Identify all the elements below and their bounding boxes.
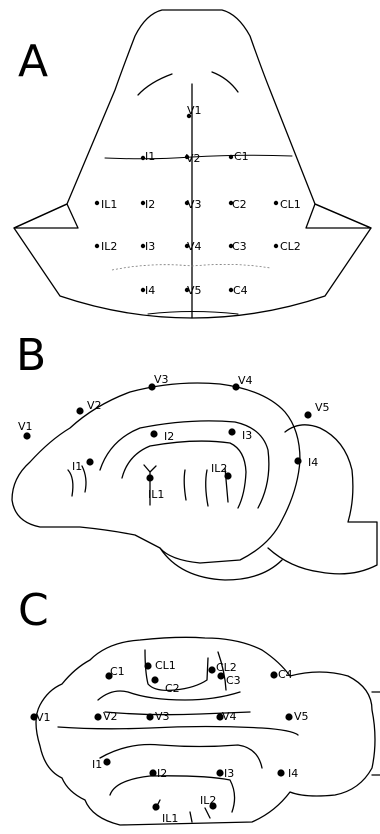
electrode-label-c4: C4: [278, 668, 293, 681]
electrode-label-c3: C3: [226, 674, 241, 687]
electrode-dot-i2: [149, 769, 156, 776]
electrode-dot-v5: [285, 713, 292, 720]
electrode-dot-cl2: [274, 244, 278, 248]
electrode-dot-i3: [228, 428, 235, 435]
electrode-dot-v5: [304, 411, 311, 418]
electrode-label-c1: C1: [110, 665, 125, 678]
panel-letter-b: B: [16, 330, 46, 381]
electrode-label-i1: I1: [72, 460, 82, 473]
left-brow: [138, 74, 172, 95]
right-ear: [306, 204, 371, 228]
electrode-label-v1: V1: [18, 420, 33, 433]
electrode-label-v4: V4: [222, 710, 237, 723]
electrode-label-v2: V2: [186, 152, 201, 165]
longitudinal-fissure: [58, 727, 298, 736]
electrode-label-il1: IL1: [101, 198, 117, 211]
electrode-label-v3: V3: [154, 373, 169, 386]
cerebrum-outline: [12, 383, 300, 563]
electrode-dot-c1: [229, 155, 233, 159]
left-ear: [14, 204, 78, 228]
panel-letter-a: A: [18, 36, 48, 87]
electrode-label-i3: I3: [242, 429, 252, 442]
electrode-label-v4: V4: [238, 374, 253, 387]
temporal-lobe: [160, 548, 282, 580]
cerebellum-outline: [268, 425, 377, 574]
electrode-label-v2: V2: [103, 710, 118, 723]
electrode-label-il2: IL2: [211, 462, 227, 475]
electrode-label-v3: V3: [155, 710, 170, 723]
electrode-label-i3: I3: [145, 240, 155, 253]
electrode-dot-c2: [151, 676, 158, 683]
electrode-label-i1: I1: [145, 150, 155, 163]
panel-letter-c: C: [18, 585, 49, 636]
electrode-label-i2: I2: [145, 198, 155, 211]
electrode-dot-i2: [150, 430, 157, 437]
electrode-label-cl1: CL1: [155, 659, 176, 672]
electrode-dot-i1: [86, 458, 93, 465]
posterior-line: [148, 312, 238, 315]
electrode-label-il1: IL1: [148, 488, 164, 501]
electrode-label-cl2: CL2: [216, 661, 237, 674]
electrode-dot-il1: [95, 201, 99, 205]
electrode-label-i4: I4: [145, 284, 155, 297]
electrode-dot-i3: [216, 769, 223, 776]
electrode-dot-v2: [94, 713, 101, 720]
electrode-label-il1: IL1: [162, 812, 178, 825]
electrode-dot-il1: [146, 474, 153, 481]
electrode-dot-cl1: [144, 662, 151, 669]
electrode-dot-cl1: [274, 201, 278, 205]
electrode-label-v1: V1: [36, 711, 51, 724]
electrode-label-i2: I2: [164, 430, 174, 443]
electrode-dot-c4: [270, 671, 277, 678]
electrode-label-c4: C4: [233, 284, 248, 297]
electrode-label-c3: C3: [232, 240, 247, 253]
panel-c: C CL1 CL2 C1C2 C3 C4V1 V2 V3 V4 V5I1I2 I3 I4IL1 IL2: [18, 585, 380, 825]
electrode-dot-v1: [23, 432, 30, 439]
electrode-label-v3: V3: [187, 198, 202, 211]
electrode-label-i3: I3: [224, 767, 234, 780]
electrode-dot-il1: [152, 803, 159, 810]
electrode-dot-il2: [95, 244, 99, 248]
electrode-dot-c3: [217, 672, 224, 679]
lambdoid-suture: [112, 264, 270, 270]
electrode-label-v5: V5: [315, 401, 330, 414]
electrode-dot-i4: [277, 769, 284, 776]
electrode-label-i1: I1: [92, 758, 102, 771]
electrode-label-v1: V1: [187, 104, 202, 117]
electrode-label-i4: I4: [288, 767, 298, 780]
electrode-label-v5: V5: [187, 284, 202, 297]
electrode-label-c2: C2: [165, 682, 180, 695]
electrode-label-v5: V5: [294, 710, 309, 723]
electrode-dot-v2: [76, 407, 83, 414]
electrode-dot-cl2: [208, 666, 215, 673]
electrode-label-i4: I4: [308, 456, 318, 469]
electrode-dot-i1: [103, 758, 110, 765]
electrode-label-il2: IL2: [200, 794, 216, 807]
electrode-label-il2: IL2: [101, 240, 117, 253]
sulcus-c-5: [100, 745, 262, 768]
electrode-label-c1: C1: [234, 150, 249, 163]
electrodes-c: CL1 CL2 C1C2 C3 C4V1 V2 V3 V4 V5I1I2 I3 I4IL1 IL2: [30, 659, 308, 825]
electrode-label-c2: C2: [232, 198, 247, 211]
electrode-label-i2: I2: [157, 767, 167, 780]
electrode-dot-v3: [146, 713, 153, 720]
electrode-label-v2: V2: [87, 399, 102, 412]
electrode-dot-i4: [294, 457, 301, 464]
electrode-label-v4: V4: [187, 240, 202, 253]
right-brow: [212, 72, 238, 92]
electrode-label-cl1: CL1: [280, 198, 301, 211]
electrode-label-cl2: CL2: [280, 240, 301, 253]
